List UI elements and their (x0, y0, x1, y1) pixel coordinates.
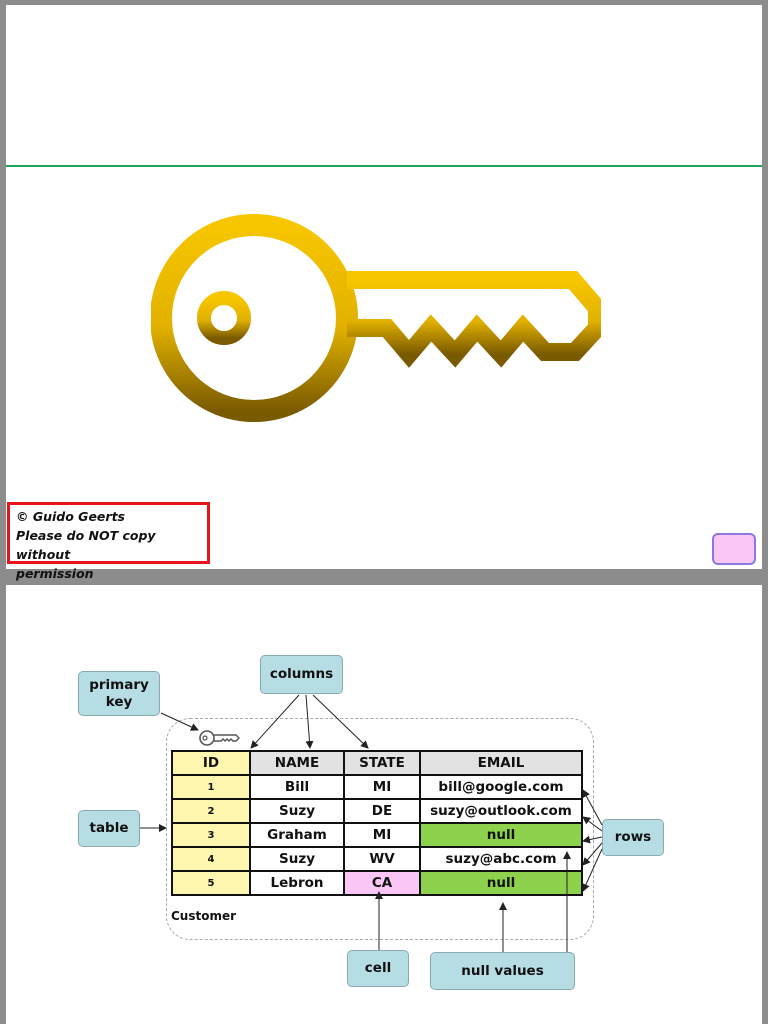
cell-id: 2 (171, 798, 251, 824)
cell-name: Graham (249, 822, 345, 848)
cell-email: suzy@outlook.com (419, 798, 583, 824)
copyright-notice: © Guido Geerts Please do NOT copy withou… (7, 502, 210, 581)
arrow-rows-5 (582, 848, 603, 892)
table-header-row: ID NAME STATE EMAIL (171, 750, 583, 776)
arrow-columns-id (250, 694, 300, 749)
cell-id: 3 (171, 822, 251, 848)
header-email: EMAIL (419, 750, 583, 776)
cell-id: 5 (171, 870, 251, 896)
cell-state: WV (343, 846, 421, 872)
cell-id: 1 (171, 774, 251, 800)
callout-primary-key-line2: key (105, 693, 133, 710)
table-name-label: Customer (171, 909, 237, 923)
arrow-rows-4 (582, 842, 603, 866)
callout-null-values: null values (430, 952, 575, 990)
arrow-rows-1 (582, 789, 603, 826)
slide-table-diagram: ID NAME STATE EMAIL 1 Bill MI bill@googl… (6, 585, 762, 1024)
callout-cell: cell (347, 950, 409, 987)
callout-table: table (78, 810, 140, 847)
arrow-columns-state (312, 694, 369, 749)
small-key-icon (199, 730, 240, 746)
cell-name: Bill (249, 774, 345, 800)
cell-name: Lebron (249, 870, 345, 896)
callout-rows: rows (602, 819, 664, 856)
arrow-primary-key (160, 712, 199, 731)
cell-name: Suzy (249, 846, 345, 872)
copyright-line-2: Please do NOT copy without (16, 528, 156, 562)
cell-name: Suzy (249, 798, 345, 824)
callout-columns: columns (260, 655, 343, 694)
key-icon (151, 214, 601, 422)
cell-id: 4 (171, 846, 251, 872)
cell-state: MI (343, 774, 421, 800)
table-row: 4 Suzy WV suzy@abc.com (171, 846, 583, 872)
pink-marker-box (712, 533, 756, 565)
copyright-author: © Guido Geerts (16, 509, 125, 524)
copyright-line-3: permission (16, 566, 94, 581)
table-row: 3 Graham MI null (171, 822, 583, 848)
cell-email: bill@google.com (419, 774, 583, 800)
cell-state: MI (343, 822, 421, 848)
header-name: NAME (249, 750, 345, 776)
callout-primary-key-line1: primary (89, 676, 149, 693)
slide-key-title: © Guido Geerts Please do NOT copy withou… (6, 5, 762, 581)
header-id: ID (171, 750, 251, 776)
cell-email-null: null (419, 870, 583, 896)
cell-email: suzy@abc.com (419, 846, 583, 872)
connector-arrows (140, 694, 603, 952)
cell-state: DE (343, 798, 421, 824)
callout-primary-key: primary key (78, 671, 160, 716)
table-row: 1 Bill MI bill@google.com (171, 774, 583, 800)
divider-line (6, 165, 762, 167)
arrow-rows-2 (582, 816, 603, 832)
cell-email-null: null (419, 822, 583, 848)
arrow-columns-name (305, 694, 314, 749)
table-row: 2 Suzy DE suzy@outlook.com (171, 798, 583, 824)
customer-table: ID NAME STATE EMAIL 1 Bill MI bill@googl… (171, 750, 583, 896)
arrow-rows-3 (582, 835, 603, 844)
table-row: 5 Lebron CA null (171, 870, 583, 896)
header-state: STATE (343, 750, 421, 776)
